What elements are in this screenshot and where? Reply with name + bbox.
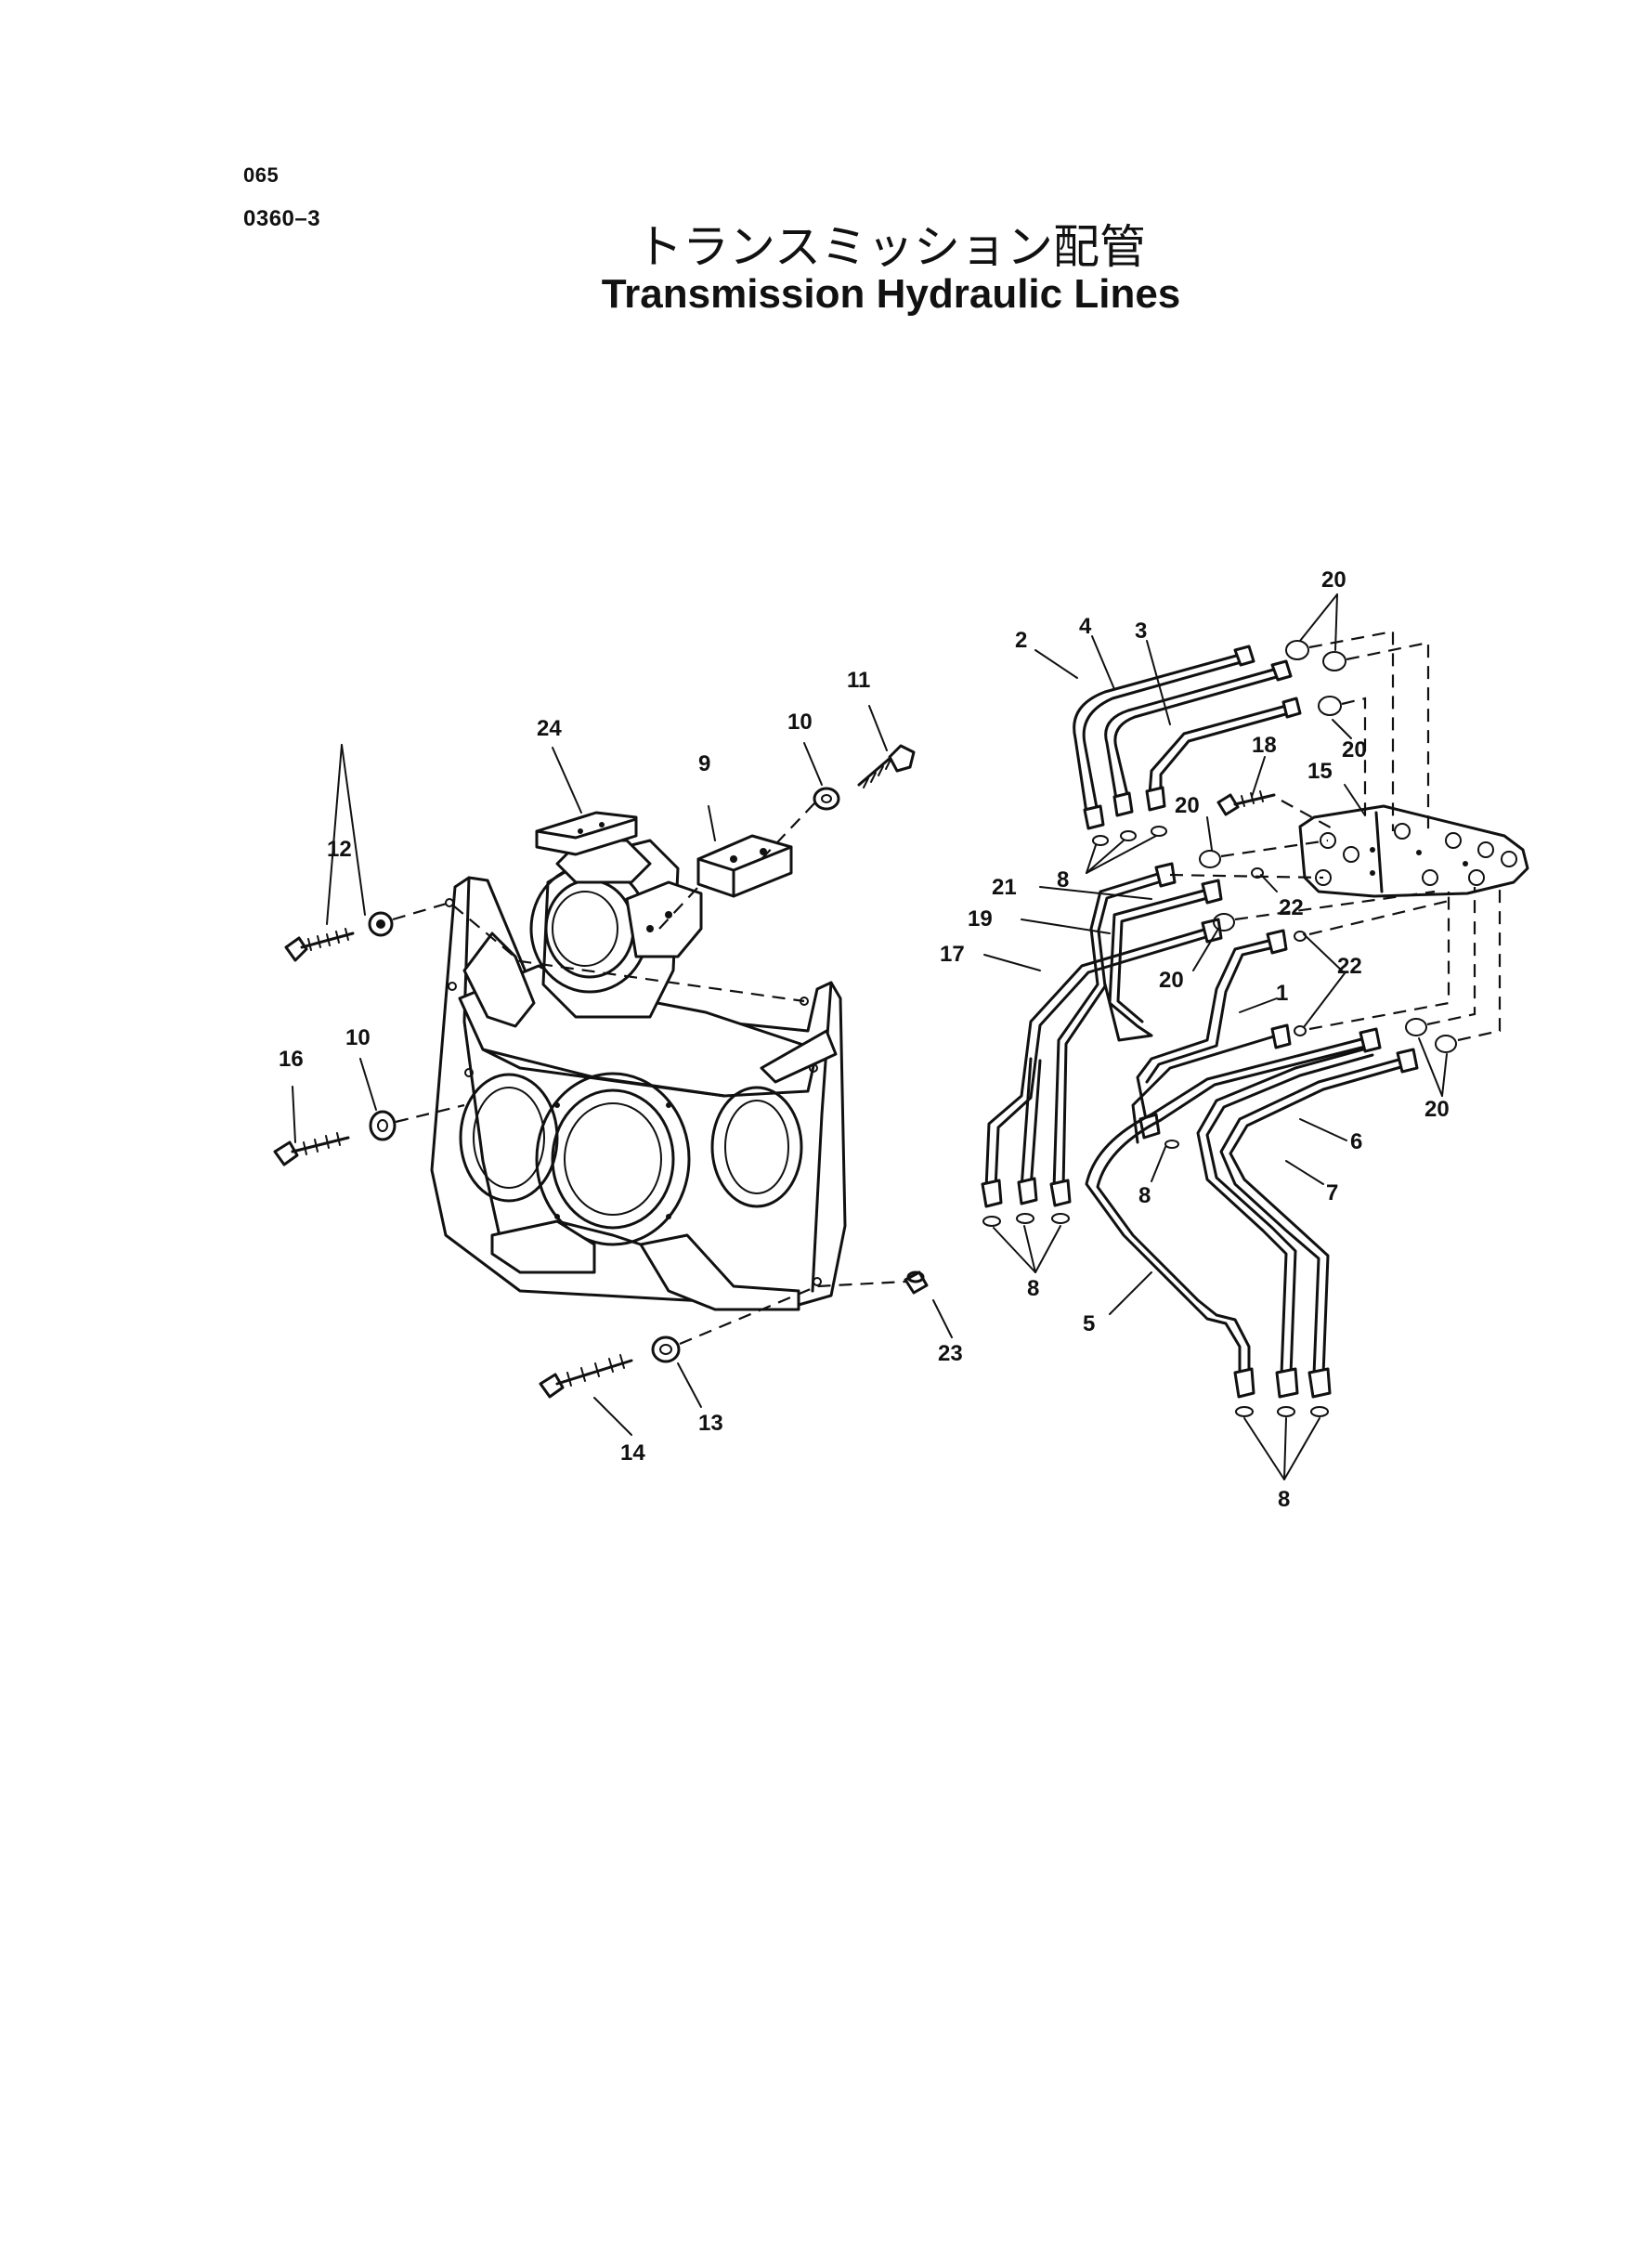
callout-24: 24 [537,716,562,741]
part-24-plate [535,811,638,856]
callout-22-b: 22 [1337,954,1362,979]
callout-5: 5 [1083,1311,1095,1336]
title-japanese: トランスミッション配管 [636,220,1146,274]
hydraulic-pipes [981,640,1457,1417]
callout-15: 15 [1307,759,1333,784]
part-16-bolt [273,1132,350,1166]
part-12-bolt-washer [284,911,394,962]
callout-8-top: 8 [1057,867,1069,892]
callout-8-left: 8 [1027,1276,1039,1301]
callout-13: 13 [698,1411,723,1436]
callout-7: 7 [1326,1180,1338,1205]
part-10-washer-top [813,787,840,811]
section-code: 0360–3 [243,206,321,231]
part-10-washer-left [369,1110,397,1141]
callout-20-bottom: 20 [1424,1097,1450,1122]
callout-8-mid: 8 [1138,1183,1151,1208]
callout-10-top: 10 [787,710,813,735]
part-11-bolt [857,744,916,788]
callout-6: 6 [1350,1129,1362,1154]
callout-20-mid: 20 [1175,793,1200,818]
callout-3: 3 [1135,619,1147,644]
callout-23: 23 [938,1341,963,1366]
transmission-housing [430,839,847,1311]
callout-20-top: 20 [1321,567,1346,593]
callout-20-low: 20 [1159,968,1184,993]
callout-1: 1 [1276,981,1288,1006]
callout-10-left: 10 [345,1025,371,1050]
callout-14: 14 [620,1440,645,1466]
callout-21: 21 [992,875,1017,900]
callout-2: 2 [1015,628,1027,653]
callout-22-a: 22 [1279,895,1304,920]
page-number: 065 [243,163,280,187]
part-14-bolt [539,1354,633,1399]
callout-19: 19 [968,906,993,932]
callout-16: 16 [279,1047,304,1072]
callout-20-right: 20 [1342,737,1367,762]
callout-11: 11 [847,668,870,693]
callout-4: 4 [1079,614,1092,639]
callout-8-bottom: 8 [1278,1487,1290,1512]
callout-9: 9 [698,751,710,776]
part-9-block [696,834,793,898]
callout-18: 18 [1252,733,1277,758]
callout-12: 12 [327,837,352,862]
part-15-valve-block [1298,804,1529,898]
title-english: Transmission Hydraulic Lines [601,271,1181,317]
callout-17: 17 [940,942,965,967]
part-13-washer [651,1335,681,1363]
part-23-pin [904,1270,929,1295]
